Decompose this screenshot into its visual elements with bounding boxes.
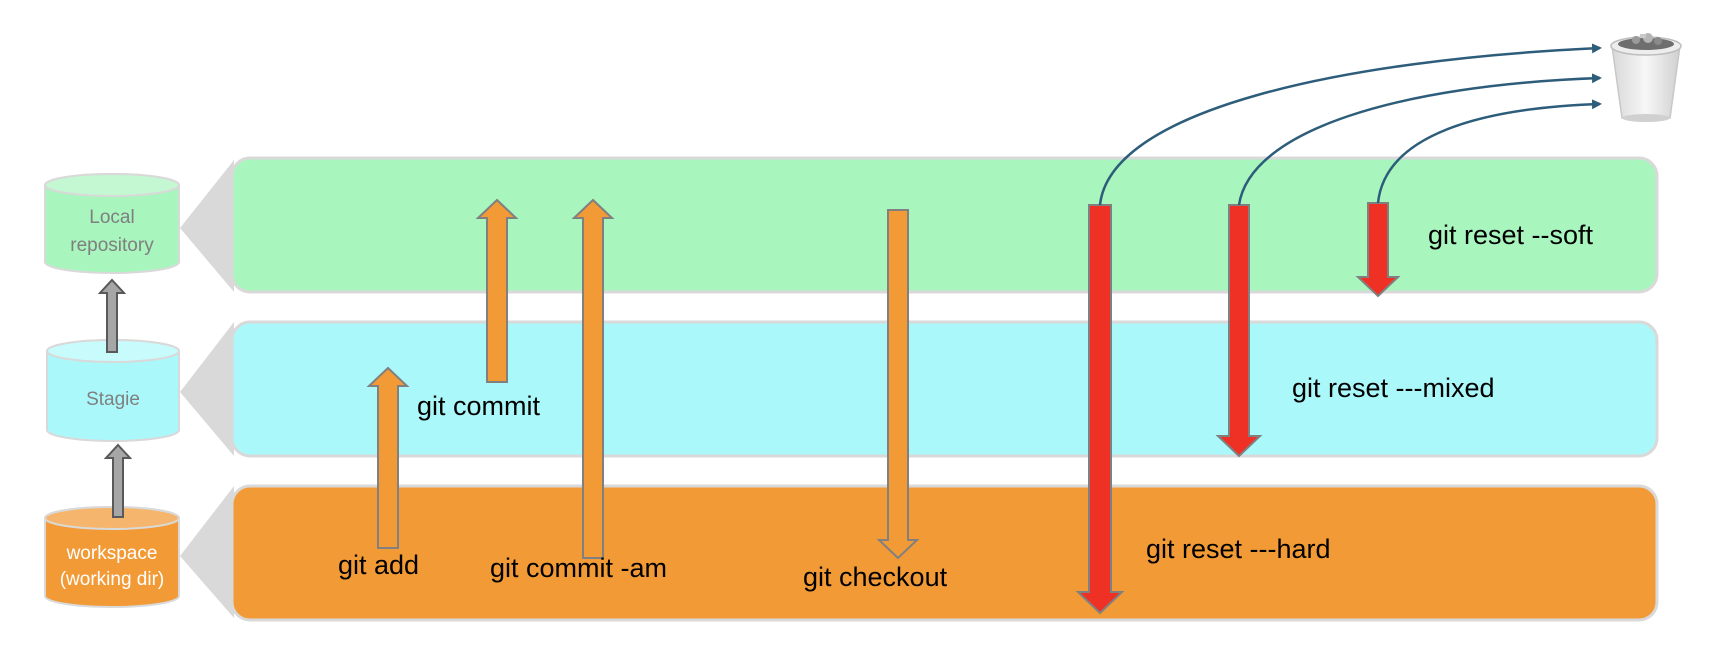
reset-soft-label: git reset --soft <box>1428 220 1594 250</box>
local-repository-cylinder: Local repository <box>44 173 180 274</box>
reset-mixed-label: git reset ---mixed <box>1292 373 1495 403</box>
reset-mixed-arrow <box>1215 204 1263 458</box>
workspace-to-stage-arrow <box>103 443 133 518</box>
stage-to-repo-arrow <box>97 278 127 353</box>
git-add-arrow <box>366 366 410 549</box>
reset-soft-discard-curve <box>1376 99 1602 204</box>
git-checkout-arrow <box>876 209 920 560</box>
reset-soft-arrow <box>1355 202 1401 298</box>
workspace-label-line2: (working dir) <box>60 569 165 590</box>
git-add-label: git add <box>338 550 419 580</box>
workspace-connector <box>180 486 234 618</box>
reset-hard-label: git reset ---hard <box>1146 534 1331 564</box>
git-commit-am-label: git commit -am <box>490 553 667 583</box>
git-commit-arrow <box>475 198 519 383</box>
local-repository-label-line1: Local <box>89 207 134 228</box>
workspace-band <box>230 484 1659 622</box>
stage-cylinder: Stagie <box>46 339 180 442</box>
git-commit-label: git commit <box>417 391 541 421</box>
reset-hard-arrow <box>1075 204 1125 615</box>
trash-can-icon <box>1610 33 1682 122</box>
reset-mixed-discard-curve <box>1237 73 1602 206</box>
repo-connector <box>180 160 234 292</box>
workspace-label-line1: workspace <box>66 543 158 564</box>
reset-hard-discard-curve <box>1098 43 1602 206</box>
git-checkout-label: git checkout <box>803 562 948 592</box>
workspace-cylinder: workspace (working dir) <box>44 506 180 608</box>
stage-label: Stagie <box>86 389 140 410</box>
stage-connector <box>180 322 234 456</box>
local-repository-label-line2: repository <box>70 235 154 256</box>
git-commit-am-arrow <box>571 198 615 559</box>
